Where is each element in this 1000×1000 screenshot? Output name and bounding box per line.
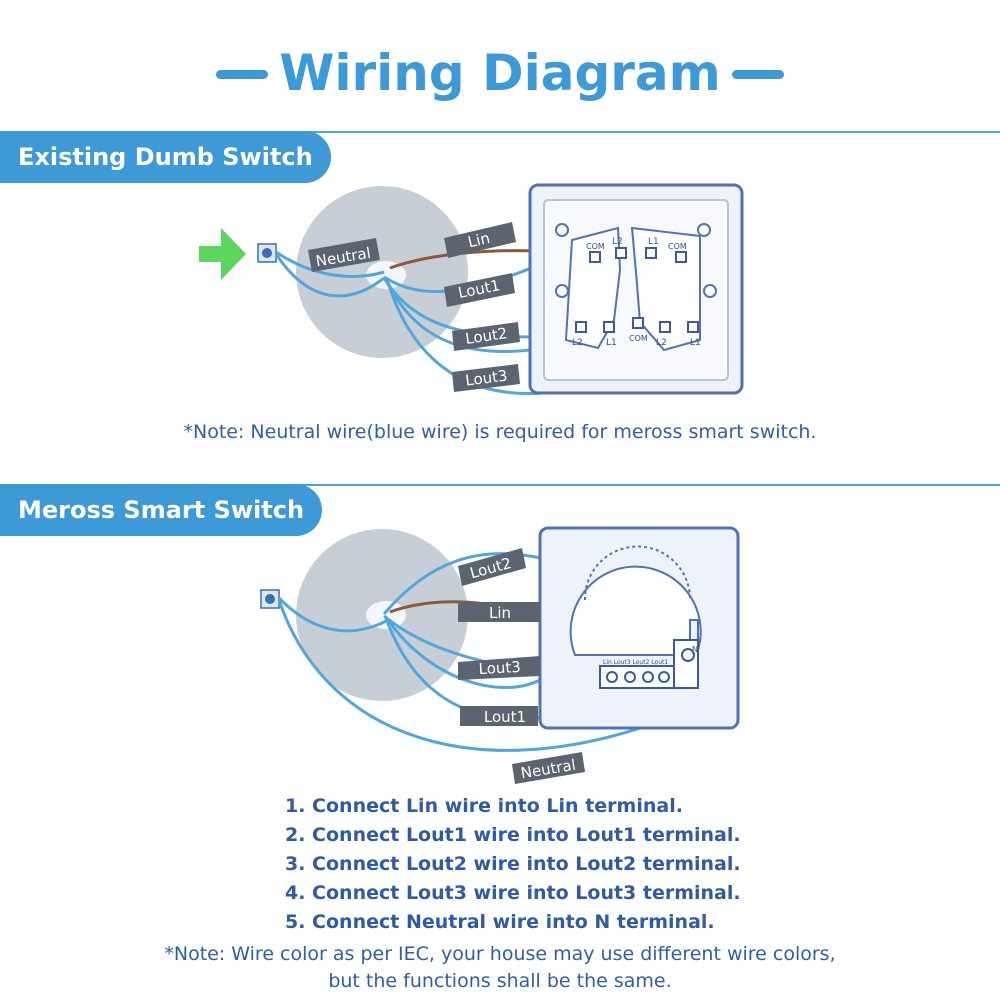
wire-label-lin: Lin — [444, 222, 516, 258]
wall-opening — [366, 601, 406, 629]
wire-label-lout1-text: Lout1 — [484, 708, 526, 726]
terminal-com-bottom: COM — [629, 334, 648, 343]
terminal-l1-bottom-left: L1 — [606, 338, 617, 348]
instruction-steps: 1. Connect Lin wire into Lin terminal. 2… — [285, 792, 741, 937]
section-header-existing-switch: Existing Dumb Switch — [0, 131, 331, 183]
neutral-required-note: *Note: Neutral wire(blue wire) is requir… — [183, 421, 817, 443]
wire-label-lout3-text: Lout3 — [478, 658, 521, 678]
terminal-screw-icon — [262, 248, 272, 258]
terminal-com-right: COM — [668, 242, 687, 251]
terminal-l2-top: L2 — [612, 237, 623, 247]
wire-label-neutral-text: Neutral — [519, 756, 577, 782]
terminal-screw-icon — [265, 594, 275, 604]
wire-label-lout3-text: Lout3 — [464, 367, 508, 390]
green-arrow-icon — [199, 228, 246, 280]
wire-label-lout3: Lout3 — [458, 656, 540, 680]
wire-label-lin-text: Lin — [466, 229, 492, 251]
wire-color-note-line-1: *Note: Wire color as per IEC, your house… — [164, 943, 836, 965]
step-item: 4. Connect Lout3 wire into Lout3 termina… — [285, 882, 741, 904]
wire-label-neutral: Neutral — [512, 752, 585, 784]
wire-label-lout2-text: Lout2 — [464, 324, 508, 348]
terminal-l2-bottom-left: L2 — [572, 338, 583, 348]
title-dash-right — [732, 70, 784, 79]
smart-switch-plate: Lin Lout3 Lout2 Lout1 N — [538, 526, 740, 730]
title-dash-left — [216, 70, 268, 79]
wire-color-note-line-2: but the functions shall be the same. — [328, 970, 672, 992]
section-divider — [0, 484, 1000, 486]
section-divider — [0, 131, 1000, 133]
terminal-n-label: N — [692, 645, 698, 654]
terminal-l1-top: L1 — [648, 237, 659, 247]
wire-label-lin: Lin — [458, 602, 540, 622]
page-title: Wiring Diagram — [279, 44, 721, 102]
terminal-strip-labels: Lin Lout3 Lout2 Lout1 — [603, 659, 668, 666]
wire-label-lin-text: Lin — [489, 604, 511, 622]
step-item: 2. Connect Lout1 wire into Lout1 termina… — [285, 824, 741, 846]
wire-label-lout1: Lout1 — [460, 706, 538, 726]
terminal-l1-bottom-right: L1 — [690, 338, 701, 348]
step-item: 5. Connect Neutral wire into N terminal. — [285, 911, 715, 933]
step-item: 1. Connect Lin wire into Lin terminal. — [285, 795, 683, 817]
smart-switch-diagram: Lin Lout3 Lout2 Lout1 N Lout2 Lin Lout3 … — [260, 526, 740, 784]
dumb-switch-plate: COM L2 L1 COM L2 L1 COM L2 L1 — [528, 183, 744, 395]
step-item: 3. Connect Lout2 wire into Lout2 termina… — [285, 853, 741, 875]
wire-label-lout3: Lout3 — [452, 364, 520, 392]
wire-label-lout2: Lout2 — [452, 322, 520, 351]
section-header-smart-switch: Meross Smart Switch — [0, 484, 323, 536]
existing-switch-diagram: Neutral Lin Lout1 Lout2 Lout3 COM — [199, 183, 744, 395]
wire-label-lout2-text: Lout2 — [468, 554, 513, 582]
terminal-l2-bottom-right: L2 — [656, 338, 667, 348]
terminal-com-left: COM — [586, 242, 605, 251]
